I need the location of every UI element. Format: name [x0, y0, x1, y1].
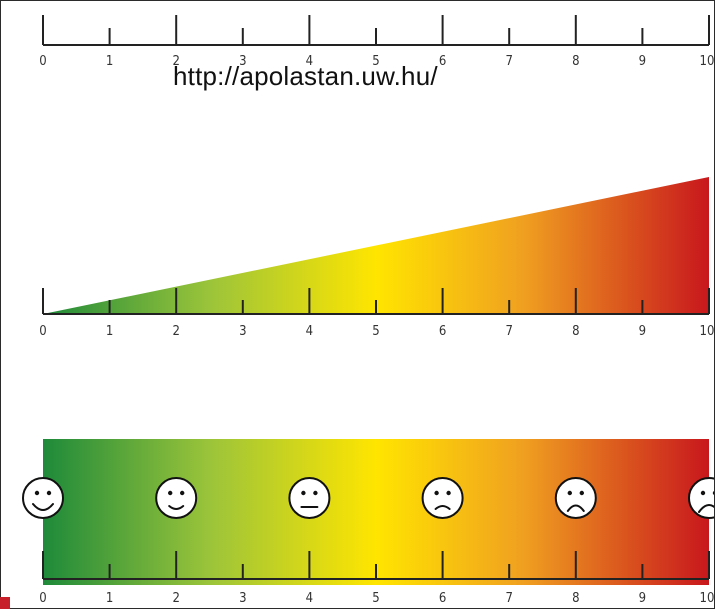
corner-accent [0, 597, 10, 609]
neutral-face-icon [288, 477, 331, 519]
bar-ruler: 0 1 2 3 4 5 6 7 8 9 10 [39, 551, 714, 606]
bar-ruler-tick-label-3: 3 [239, 591, 246, 606]
top-ruler-tick-label-3: 3 [239, 54, 246, 69]
top-ruler-tick-label-1: 1 [106, 54, 113, 69]
top-ruler-tick-label-9: 9 [639, 54, 646, 69]
smile-face-icon [155, 477, 198, 519]
top-ruler-tick-label-4: 4 [306, 54, 313, 69]
slight-frown-face-icon [421, 477, 464, 519]
bar-ruler-tick-label-9: 9 [639, 591, 646, 606]
source-url: http://apolastan.uw.hu/ [173, 61, 438, 91]
big-smile-face-icon [22, 477, 64, 519]
top-ruler-tick-label-7: 7 [505, 54, 512, 69]
big-frown-face-icon [688, 477, 714, 519]
wedge-ruler-tick-label-7: 7 [505, 324, 512, 339]
wedge-ruler-tick-label-4: 4 [306, 324, 313, 339]
gradient-wedge [43, 177, 709, 314]
bar-ruler-tick-label-2: 2 [172, 591, 179, 606]
wedge-ruler-tick-label-0: 0 [39, 324, 46, 339]
wedge-ruler-tick-label-1: 1 [106, 324, 113, 339]
frown-face-icon [554, 477, 597, 519]
top-ruler-tick-label-2: 2 [172, 54, 179, 69]
bar-ruler-tick-label-5: 5 [372, 591, 379, 606]
wedge-ruler-tick-label-10: 10 [700, 324, 715, 339]
wedge-ruler-tick-label-9: 9 [639, 324, 646, 339]
top-ruler-tick-label-0: 0 [39, 54, 46, 69]
bar-ruler-tick-label-7: 7 [505, 591, 512, 606]
top-ruler-tick-label-5: 5 [372, 54, 379, 69]
top-ruler-tick-label-8: 8 [572, 54, 579, 69]
wedge-ruler: 0 1 2 3 4 5 6 7 8 9 10 [39, 288, 714, 339]
gradient-bar [43, 439, 709, 585]
bar-ruler-tick-label-6: 6 [439, 591, 446, 606]
wedge-ruler-tick-label-8: 8 [572, 324, 579, 339]
top-ruler-tick-label-10: 10 [700, 54, 715, 69]
bar-ruler-tick-label-10: 10 [700, 591, 715, 606]
bar-ruler-tick-label-1: 1 [106, 591, 113, 606]
bar-ruler-tick-label-4: 4 [306, 591, 313, 606]
bar-ruler-tick-label-8: 8 [572, 591, 579, 606]
top-ruler: 0 1 2 3 4 5 6 7 8 9 10 [39, 15, 714, 69]
wedge-ruler-tick-label-3: 3 [239, 324, 246, 339]
wedge-ruler-tick-label-5: 5 [372, 324, 379, 339]
top-ruler-tick-label-6: 6 [439, 54, 446, 69]
wedge-ruler-tick-label-6: 6 [439, 324, 446, 339]
wedge-ruler-tick-label-2: 2 [172, 324, 179, 339]
bar-ruler-tick-label-0: 0 [39, 591, 46, 606]
